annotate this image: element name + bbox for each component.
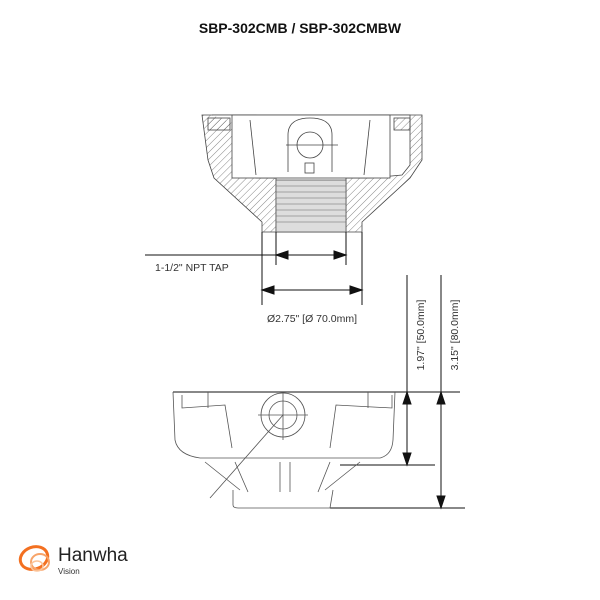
- height-total-label: 3.15" [80.0mm]: [449, 300, 461, 371]
- height-short-label: 1.97" [50.0mm]: [415, 300, 427, 371]
- brand-name: Hanwha: [58, 545, 128, 566]
- hanwha-logo-icon: [18, 545, 50, 572]
- section-view: [201, 114, 423, 233]
- drawing-title: SBP-302CMB / SBP-302CMBW: [198, 20, 402, 36]
- thread-label: 1-1/2" NPT TAP: [155, 262, 229, 274]
- diameter-label: Ø2.75" [Ø 70.0mm]: [267, 313, 357, 325]
- side-view: [172, 391, 396, 509]
- brand-sub: Vision: [58, 567, 80, 576]
